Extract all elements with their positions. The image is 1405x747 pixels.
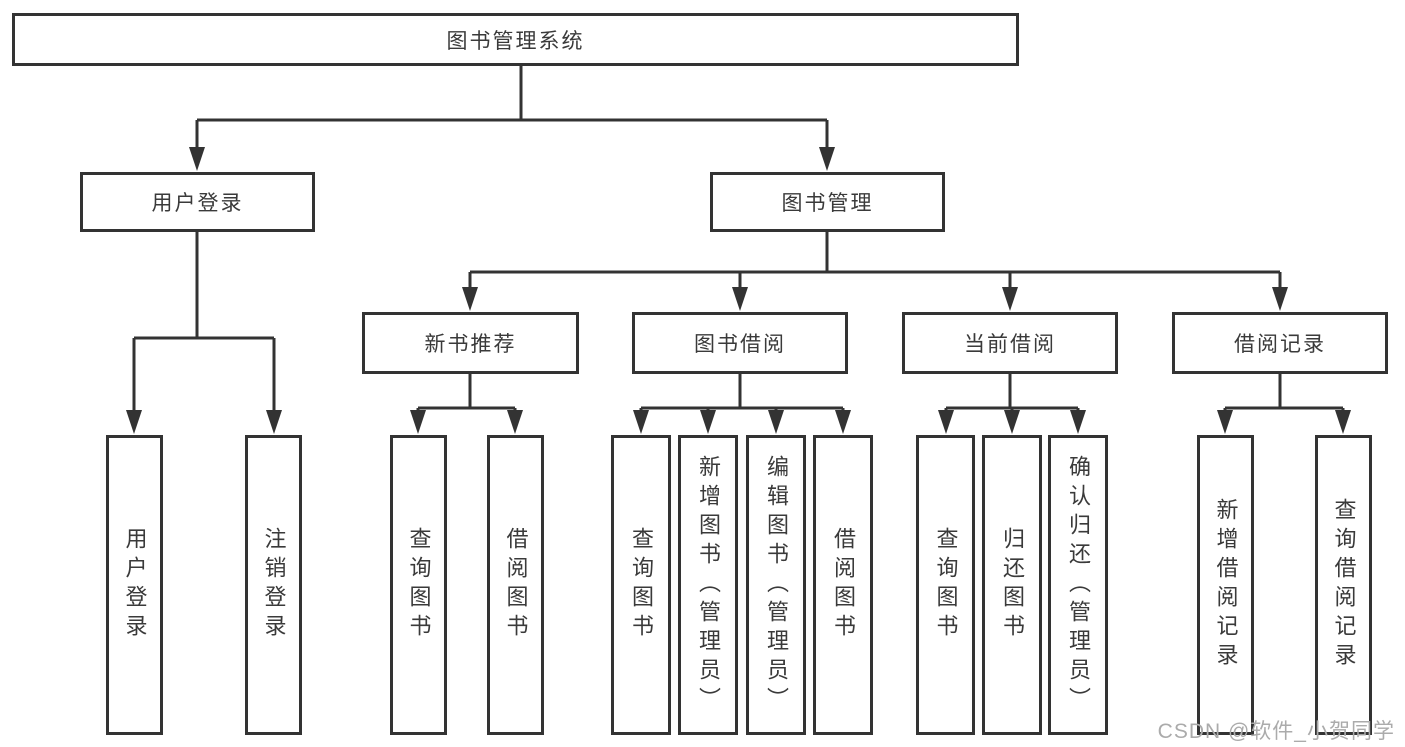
node-leaf-add-books-admin: 新增图书（管理员） [678, 435, 738, 735]
node-label: 新书推荐 [424, 333, 517, 356]
node-current-borrowing: 当前借阅 [902, 312, 1118, 374]
arrowhead-icons [126, 147, 1351, 434]
node-library-system: 图书管理系统 [12, 13, 1019, 66]
csdn-watermark: CSDN @软件_小贺同学 [1157, 720, 1395, 743]
node-leaf-user-login: 用户登录 [106, 435, 163, 735]
node-leaf-edit-books-admin: 编辑图书（管理员） [746, 435, 806, 735]
node-leaf-confirm-return-admin: 确认归还（管理员） [1048, 435, 1108, 735]
node-label: 注销登录 [261, 527, 287, 643]
node-leaf-query-books-2: 查询图书 [611, 435, 671, 735]
node-borrowing-records: 借阅记录 [1172, 312, 1388, 374]
node-label: 借阅记录 [1234, 333, 1326, 356]
node-label: 查询图书 [406, 527, 432, 643]
node-label: 查询借阅记录 [1331, 498, 1357, 672]
node-label: 当前借阅 [964, 333, 1056, 356]
node-label: 图书借阅 [694, 333, 786, 356]
node-leaf-query-books-3: 查询图书 [916, 435, 975, 735]
node-label: 新增借阅记录 [1213, 498, 1239, 672]
node-label: 查询图书 [629, 527, 654, 643]
node-label: 用户登录 [151, 192, 244, 215]
node-new-book-recommend: 新书推荐 [362, 312, 579, 374]
node-leaf-return-books: 归还图书 [982, 435, 1042, 735]
node-label: 图书管理系统 [446, 29, 585, 53]
node-leaf-query-books-1: 查询图书 [390, 435, 447, 735]
node-label: 借阅图书 [503, 527, 529, 643]
node-label: 新增图书（管理员） [696, 454, 721, 716]
node-leaf-logout: 注销登录 [245, 435, 302, 735]
node-book-borrowing: 图书借阅 [632, 312, 848, 374]
node-leaf-query-borrow-record: 查询借阅记录 [1315, 435, 1372, 735]
node-leaf-borrow-books-1: 借阅图书 [487, 435, 544, 735]
node-book-management: 图书管理 [710, 172, 945, 232]
node-label: 编辑图书（管理员） [764, 454, 789, 716]
node-label: 借阅图书 [831, 527, 856, 643]
node-label: 图书管理 [781, 192, 874, 215]
node-leaf-borrow-books-2: 借阅图书 [813, 435, 873, 735]
node-label: 查询图书 [933, 527, 959, 643]
node-label: 用户登录 [122, 527, 148, 643]
node-label: 确认归还（管理员） [1066, 454, 1091, 716]
node-leaf-add-borrow-record: 新增借阅记录 [1197, 435, 1254, 735]
node-label: 归还图书 [1000, 527, 1025, 643]
node-user-login-module: 用户登录 [80, 172, 315, 232]
